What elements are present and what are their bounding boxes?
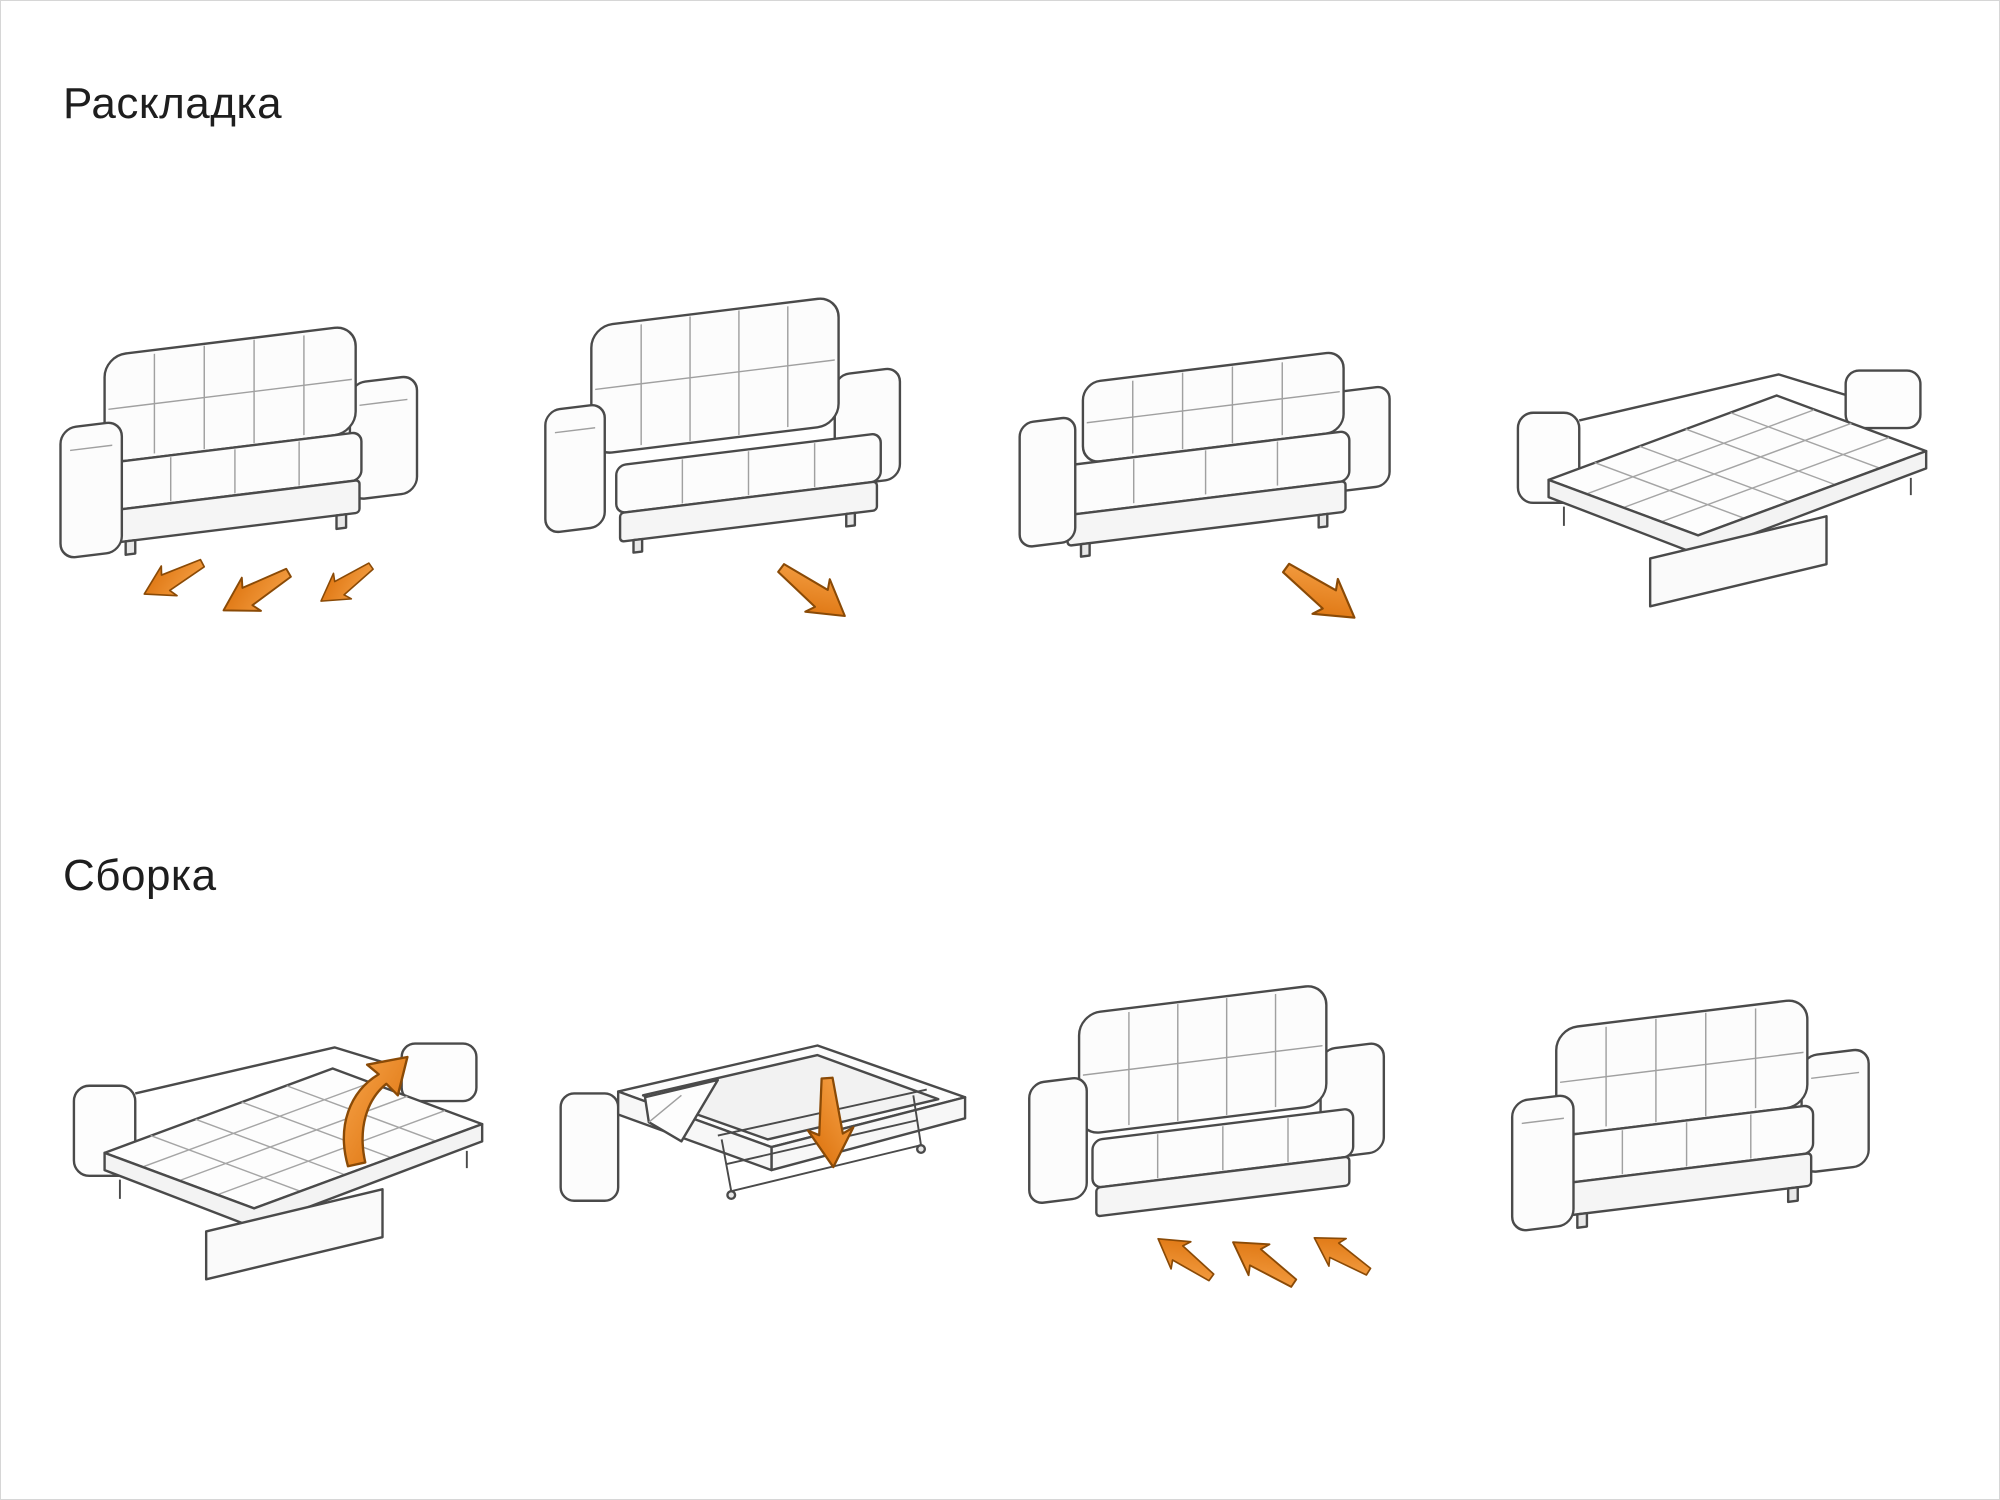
sofa-closed-illustration bbox=[59, 316, 419, 628]
flat-bed-illustration bbox=[1516, 369, 1928, 608]
unfold-step-4 bbox=[1493, 263, 1953, 643]
fold-step-3 bbox=[1012, 936, 1472, 1316]
pull-arrow-icon bbox=[212, 555, 300, 628]
flat-bed-drawing bbox=[1516, 369, 1928, 608]
sofa-seat-push-in-illustration bbox=[1027, 985, 1385, 1300]
closed-sofa-drawing bbox=[59, 316, 419, 564]
sofa-closed-illustration bbox=[1510, 989, 1870, 1237]
sofa-seat-extended-illustration bbox=[544, 297, 902, 634]
section-title-fold: Сборка bbox=[63, 851, 217, 900]
unfold-step-2 bbox=[530, 263, 990, 643]
sofa-body-drawing bbox=[1027, 985, 1385, 1218]
pull-arrow-icon bbox=[311, 552, 381, 615]
push-in-arrow-icon bbox=[1304, 1223, 1378, 1287]
unfold-step-1 bbox=[49, 263, 509, 643]
pull-arrow-icon bbox=[768, 550, 859, 634]
push-in-arrow-icon bbox=[1221, 1225, 1305, 1300]
open-frame-illustration bbox=[559, 1044, 967, 1202]
fold-step-1 bbox=[49, 936, 509, 1316]
pull-arrow-icon bbox=[135, 547, 212, 610]
pull-arrow-icon bbox=[1271, 549, 1368, 637]
fold-step-4 bbox=[1493, 936, 1953, 1316]
flat-bed-drawing bbox=[72, 1042, 484, 1281]
closed-sofa-drawing bbox=[1510, 989, 1870, 1237]
unfold-steps-row bbox=[1, 263, 1999, 643]
flat-bed-lift-illustration bbox=[72, 1042, 484, 1281]
frame-body-drawing bbox=[559, 1044, 967, 1202]
sofa-body-drawing bbox=[1018, 351, 1391, 558]
sofa-backrest-lowered-illustration bbox=[1018, 351, 1391, 637]
fold-steps-row bbox=[1, 936, 1999, 1316]
push-in-arrow-icon bbox=[1147, 1224, 1222, 1292]
unfold-step-3 bbox=[1012, 263, 1472, 643]
fold-step-2 bbox=[530, 936, 990, 1316]
section-title-unfold: Раскладка bbox=[63, 79, 283, 128]
sofa-body-drawing bbox=[544, 297, 902, 554]
